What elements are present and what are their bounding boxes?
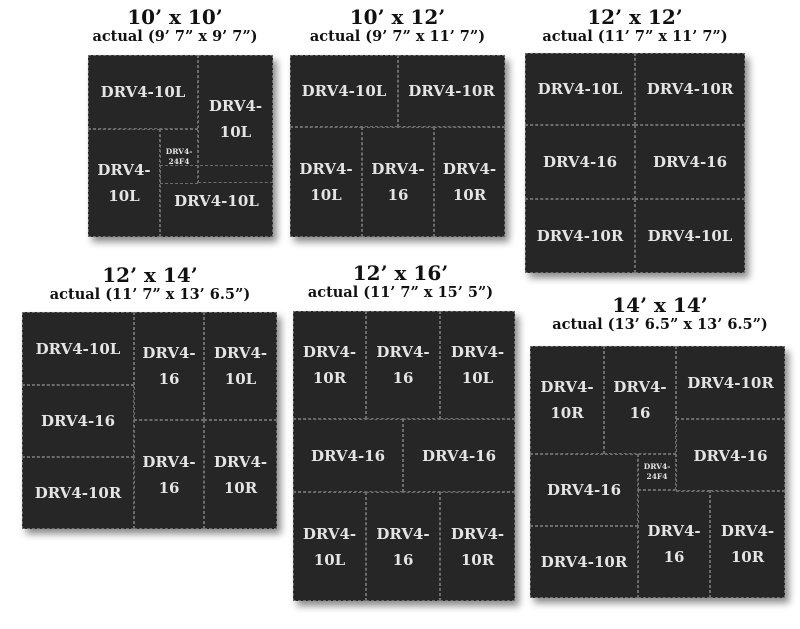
layout-heading: 12’ x 14’actual (11’ 7” x 13’ 6.5”): [20, 264, 280, 304]
layout-actual-size-label: actual (11’ 7” x 11’ 7”): [542, 28, 728, 45]
floor-tile: DRV4-10L: [88, 55, 198, 129]
floor-tile: DRV4- 16: [134, 312, 204, 420]
floor-tile: DRV4- 16: [366, 492, 440, 601]
floor-tile: DRV4- 10L: [290, 127, 362, 237]
floor-tile: DRV4-16: [403, 419, 515, 492]
layout-actual-size-label: actual (9’ 7” x 9’ 7”): [92, 28, 258, 45]
floor-tile: DRV4-10L: [22, 312, 134, 385]
floor-tile: DRV4-10R: [398, 55, 505, 127]
layout-size-label: 10’ x 10’: [127, 5, 223, 29]
floor-tile: DRV4- 10L: [198, 55, 273, 183]
floor-tile: DRV4- 10R: [530, 346, 604, 454]
layout-size-label: 14’ x 14’: [612, 293, 708, 317]
layout-actual-size-label: actual (11’ 7” x 15’ 5”): [307, 284, 494, 301]
floor-tile: DRV4- 16: [366, 311, 440, 419]
layout-actual-size-label: actual (11’ 7” x 13’ 6.5”): [49, 286, 251, 303]
layout-actual-size-label: actual (9’ 7” x 11’ 7”): [309, 28, 486, 45]
layout-heading: 12’ x 16’actual (11’ 7” x 15’ 5”): [293, 262, 508, 302]
layout-size-label: 10’ x 12’: [349, 5, 446, 29]
floor-tile: DRV4- 10R: [434, 127, 505, 237]
layout-heading: 14’ x 14’actual (13’ 6.5” x 13’ 6.5”): [530, 294, 790, 334]
floor-tile: DRV4-10L: [160, 165, 273, 237]
floor-tile: DRV4- 10R: [204, 420, 277, 529]
floor-tile: DRV4- 10L: [204, 312, 277, 420]
floor-tile: DRV4-16: [530, 454, 638, 526]
floor-tile: DRV4-10L: [635, 199, 745, 273]
floor-tile: DRV4- 16: [134, 420, 204, 529]
floor-tile: DRV4- 10L: [293, 492, 366, 601]
floor-tile: DRV4-16: [676, 419, 785, 492]
floor-tile: DRV4-10R: [530, 526, 638, 598]
floor-tile: DRV4- 24F4: [160, 129, 198, 184]
floor-tile: DRV4-10R: [22, 457, 134, 529]
layout-actual-size-label: actual (13’ 6.5” x 13’ 6.5”): [552, 316, 768, 333]
layout-heading: 12’ x 12’actual (11’ 7” x 11’ 7”): [525, 6, 745, 46]
floor-tile: DRV4- 16: [604, 346, 676, 454]
floor-tile: DRV4- 10L: [88, 129, 160, 237]
floor-tile: DRV4-16: [525, 125, 635, 199]
floor-tile: DRV4-16: [635, 125, 745, 199]
layout-heading: 10’ x 12’actual (9’ 7” x 11’ 7”): [290, 6, 505, 46]
layout-heading: 10’ x 10’actual (9’ 7” x 9’ 7”): [60, 6, 290, 46]
floor-tile: DRV4- 16: [362, 127, 434, 237]
layout-size-label: 12’ x 14’: [102, 263, 198, 287]
floor-tile: DRV4-10L: [525, 53, 635, 125]
floor-tile: DRV4-16: [293, 419, 403, 492]
floor-tile: DRV4-10R: [635, 53, 745, 125]
floor-tile: DRV4-16: [22, 385, 134, 457]
floor-tile: DRV4- 10L: [440, 311, 515, 419]
floor-tile: DRV4-10R: [525, 199, 635, 273]
floor-tile: DRV4- 10R: [440, 492, 515, 601]
floor-tile: DRV4-10R: [676, 346, 785, 419]
floor-tile: DRV4- 16: [638, 490, 710, 598]
floor-tile: DRV4- 10R: [293, 311, 366, 419]
layout-size-label: 12’ x 12’: [587, 5, 683, 29]
floor-tile: DRV4- 24F4: [638, 454, 676, 490]
floor-tile: DRV4- 10R: [710, 490, 785, 598]
floor-tile: DRV4-10L: [290, 55, 398, 127]
layout-size-label: 12’ x 16’: [352, 261, 449, 285]
